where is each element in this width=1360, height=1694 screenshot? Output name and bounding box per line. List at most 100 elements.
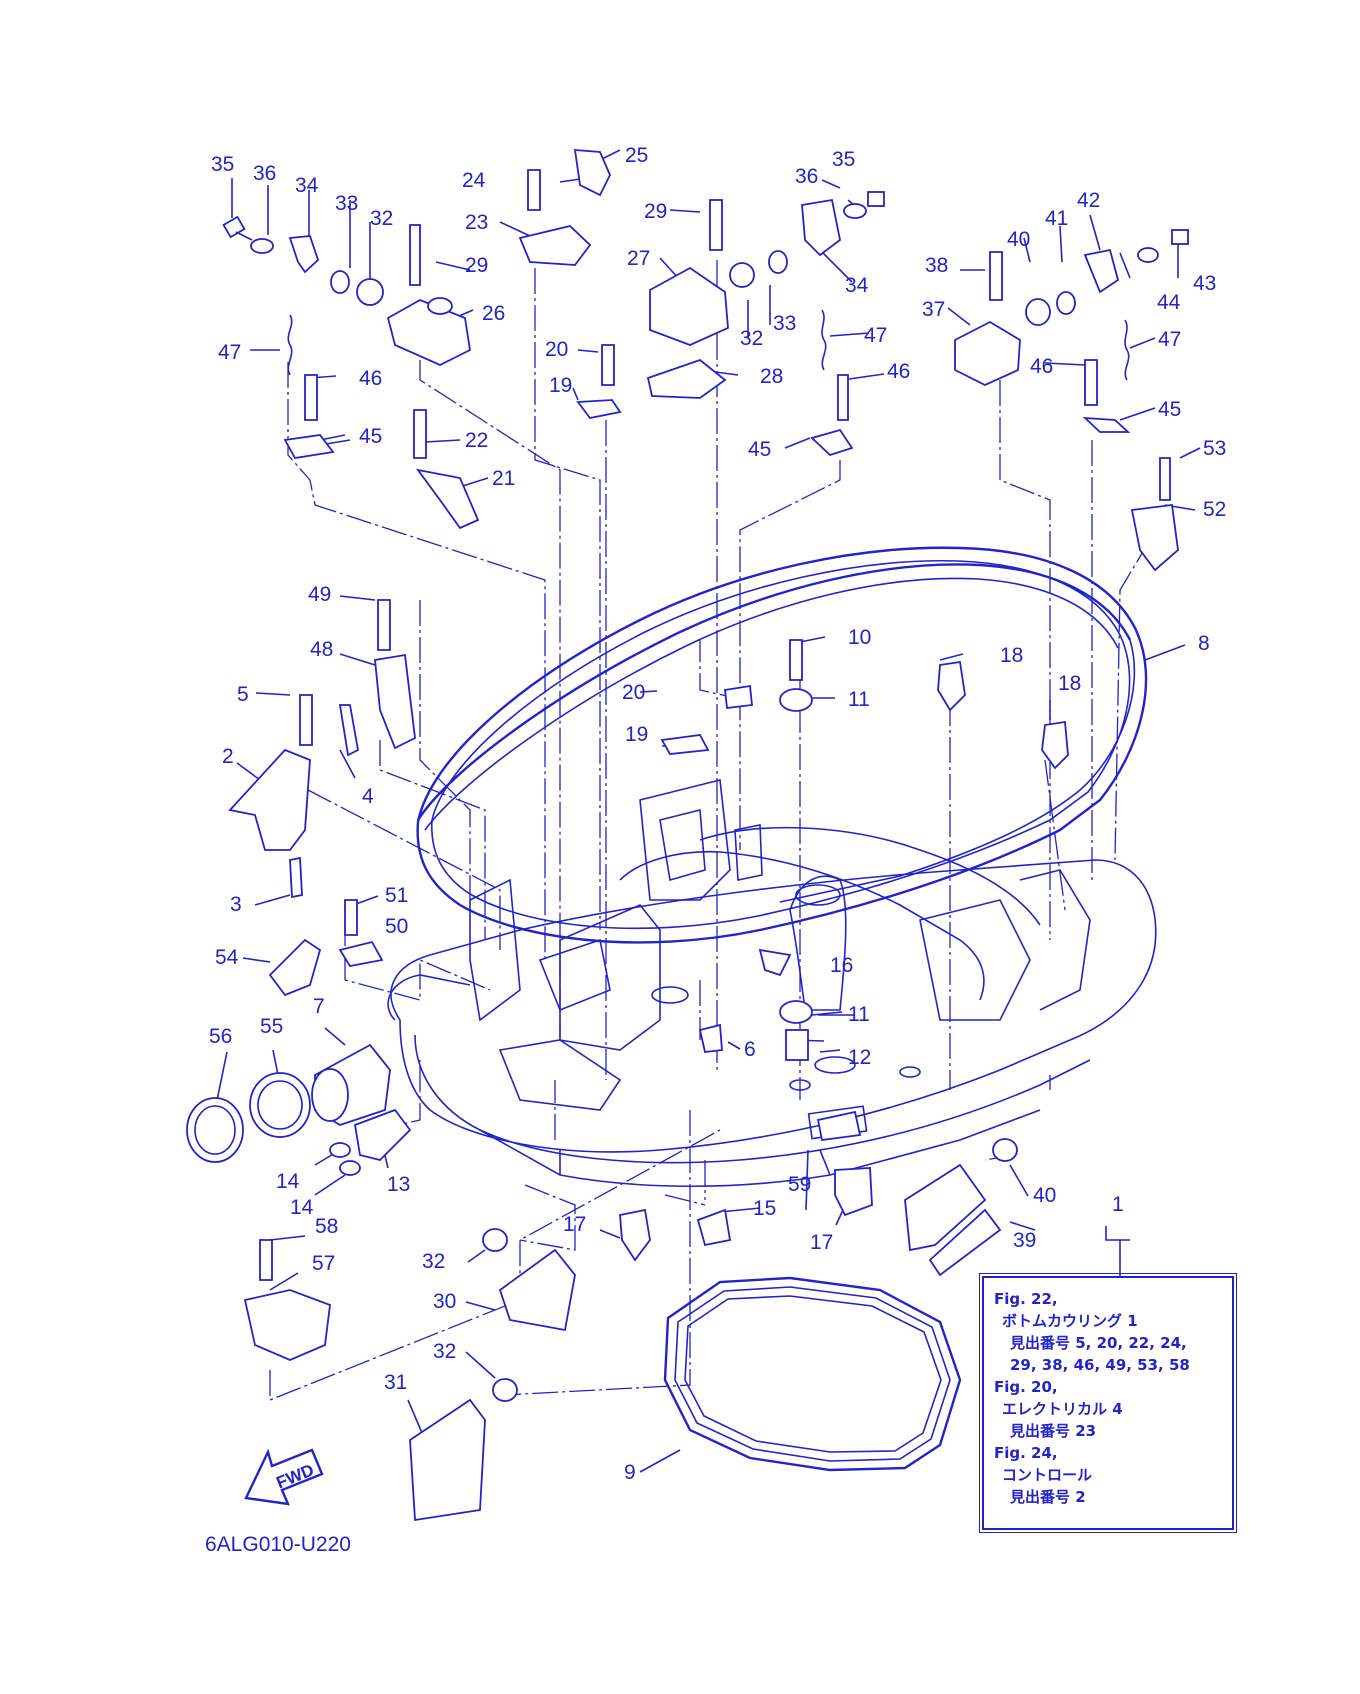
callout-54: 54 bbox=[215, 946, 239, 969]
bolt-part-10 bbox=[789, 639, 803, 681]
spring-part-47-right bbox=[1124, 319, 1130, 381]
callout-5: 5 bbox=[237, 683, 249, 706]
bolt-part-46-right bbox=[1084, 359, 1098, 406]
bolt-part-46-left bbox=[304, 374, 318, 421]
bolt-part-43 bbox=[1171, 229, 1189, 245]
bracket-part-52 bbox=[1130, 503, 1179, 572]
callout-2: 2 bbox=[222, 745, 234, 768]
callout-34-left: 34 bbox=[295, 174, 319, 197]
bolt-part-20-mid bbox=[724, 684, 753, 710]
holder-part-37 bbox=[954, 320, 1021, 386]
bolt-part-24 bbox=[527, 169, 541, 211]
callout-18-right: 18 bbox=[1058, 672, 1081, 695]
grommet-part-40-bottom bbox=[992, 1138, 1018, 1162]
bracket-part-48 bbox=[374, 653, 416, 750]
callout-6: 6 bbox=[744, 1038, 756, 1061]
bolt-part-53 bbox=[1159, 457, 1171, 501]
holder-part-26 bbox=[386, 299, 471, 366]
callout-17-left: 17 bbox=[563, 1213, 586, 1236]
ref-fig22-desc: ボトムカウリング 1 bbox=[1002, 1312, 1138, 1330]
callout-40-top: 40 bbox=[1007, 228, 1030, 251]
callout-46-center: 46 bbox=[887, 360, 910, 383]
callout-47-center: 47 bbox=[864, 324, 887, 347]
callout-1: 1 bbox=[1112, 1193, 1124, 1216]
callout-19-top: 19 bbox=[549, 374, 572, 397]
callout-32-center: 32 bbox=[740, 327, 763, 350]
callout-27: 27 bbox=[627, 247, 650, 270]
bolt-part-35-right bbox=[867, 191, 885, 207]
callout-21: 21 bbox=[492, 467, 515, 490]
handle-part-30 bbox=[498, 1248, 576, 1332]
bolt-part-51 bbox=[344, 899, 358, 936]
callout-16: 16 bbox=[830, 954, 853, 977]
callout-36-right: 36 bbox=[795, 165, 818, 188]
ref-fig22-items-1: 見出番号 5, 20, 22, 24, bbox=[1010, 1334, 1187, 1352]
callout-42: 42 bbox=[1077, 189, 1100, 212]
callout-47-right: 47 bbox=[1158, 328, 1181, 351]
callout-40-bottom: 40 bbox=[1033, 1184, 1056, 1207]
grommet-part-17-left bbox=[619, 1208, 651, 1262]
small-parts bbox=[186, 149, 1189, 1522]
callout-3: 3 bbox=[230, 893, 242, 916]
callout-57: 57 bbox=[312, 1252, 335, 1275]
callout-37: 37 bbox=[922, 298, 945, 321]
callout-17-right: 17 bbox=[810, 1231, 833, 1254]
callout-59: 59 bbox=[788, 1173, 811, 1196]
clip-part-4 bbox=[338, 704, 360, 757]
callout-31: 31 bbox=[384, 1371, 407, 1394]
callout-23: 23 bbox=[465, 211, 488, 234]
callout-39: 39 bbox=[1013, 1229, 1036, 1252]
ref-fig24-items: 見出番号 2 bbox=[1010, 1488, 1086, 1506]
callout-56: 56 bbox=[209, 1025, 232, 1048]
bolt-part-22 bbox=[413, 409, 427, 459]
grommet-part-32-bottom bbox=[492, 1378, 518, 1402]
callout-44: 44 bbox=[1157, 291, 1181, 314]
callout-43: 43 bbox=[1193, 272, 1216, 295]
callout-45-right: 45 bbox=[1158, 398, 1181, 421]
callout-13: 13 bbox=[387, 1173, 410, 1196]
callout-46-left: 46 bbox=[359, 367, 382, 390]
grommet-part-17-right bbox=[834, 1167, 873, 1217]
plate-part-45-right bbox=[1082, 416, 1131, 433]
callout-24: 24 bbox=[462, 169, 486, 192]
collar-part-19-mid bbox=[660, 734, 710, 755]
callout-38: 38 bbox=[925, 254, 948, 277]
callout-18-top: 18 bbox=[1000, 644, 1023, 667]
callout-32-bottom: 32 bbox=[433, 1340, 456, 1363]
bracket-part-34-right bbox=[801, 198, 841, 257]
callout-35-right: 35 bbox=[832, 148, 855, 171]
callout-20-top: 20 bbox=[545, 338, 568, 361]
clip-part-54 bbox=[268, 938, 322, 997]
callout-25: 25 bbox=[625, 144, 648, 167]
collar-part-19-top bbox=[576, 399, 622, 419]
callout-55: 55 bbox=[260, 1015, 283, 1038]
grommet-part-11-top bbox=[779, 688, 813, 712]
bolt-part-20-top bbox=[601, 344, 615, 386]
washer-part-44 bbox=[1137, 247, 1159, 263]
callout-30: 30 bbox=[433, 1290, 456, 1313]
callout-35-left: 35 bbox=[211, 153, 234, 176]
bracket-part-21 bbox=[415, 468, 480, 530]
pin-part-3 bbox=[289, 856, 303, 899]
holder-part-27 bbox=[649, 266, 729, 346]
clamp-part-14-b bbox=[339, 1160, 361, 1176]
callout-14-b: 14 bbox=[290, 1196, 314, 1219]
callout-45-left: 45 bbox=[359, 425, 382, 448]
bolt-part-49 bbox=[377, 599, 391, 651]
grommet-part-32-left bbox=[356, 278, 384, 306]
callout-8: 8 bbox=[1198, 632, 1210, 655]
gasket-part-9 bbox=[663, 1276, 962, 1472]
bolt-part-29-left bbox=[409, 224, 421, 286]
callout-33-center: 33 bbox=[773, 312, 796, 335]
washer-part-36-right bbox=[843, 203, 867, 219]
ring-part-33-center bbox=[768, 250, 788, 274]
clip-part-25 bbox=[573, 149, 611, 197]
clip-part-6 bbox=[698, 1023, 723, 1053]
callout-28: 28 bbox=[760, 365, 783, 388]
lever-part-2 bbox=[228, 748, 311, 851]
grommet-part-18-top bbox=[937, 660, 966, 712]
fwd-label: FWD bbox=[274, 1460, 317, 1492]
bolt-part-38 bbox=[989, 251, 1003, 301]
callout-29-center: 29 bbox=[644, 200, 667, 223]
